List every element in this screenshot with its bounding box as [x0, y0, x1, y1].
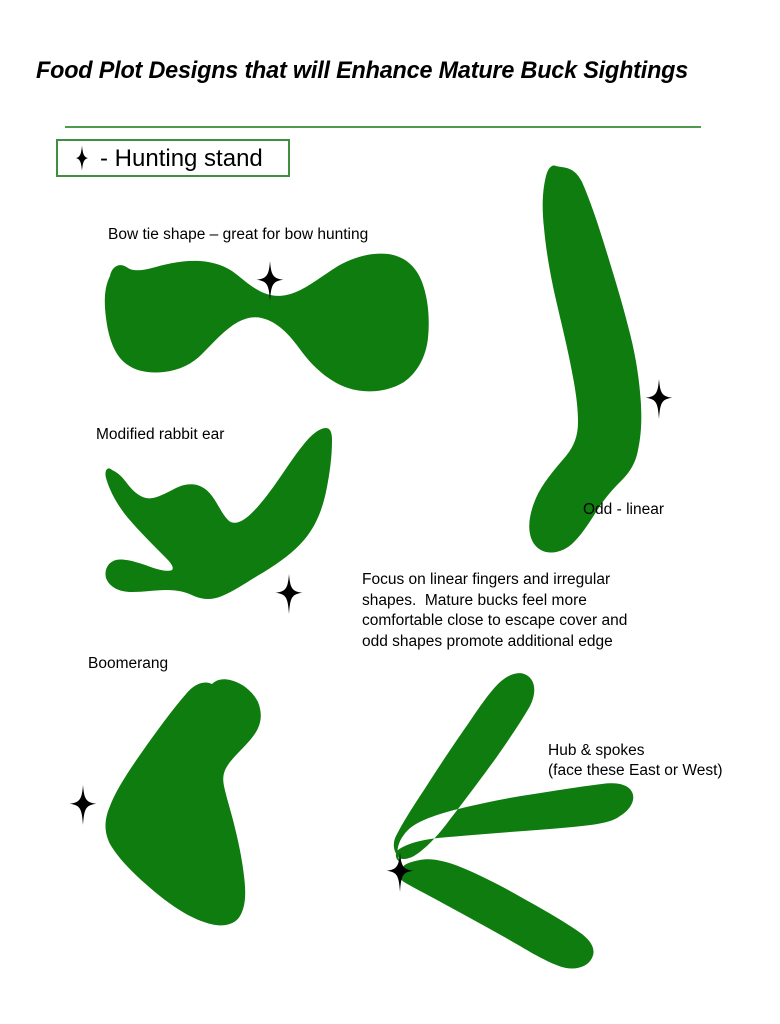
shape-odd-linear	[529, 165, 642, 553]
hunting-stand-marker-odd-linear	[645, 379, 673, 419]
legend-label: - Hunting stand	[100, 145, 263, 172]
hunting-stand-marker-bow-tie	[256, 261, 284, 301]
note-line-1: Focus on linear fingers and irregular	[362, 571, 611, 588]
shape-label-hub-and-spokes-subtitle: (face these East or West)	[548, 762, 723, 779]
four-pointed-star-icon	[68, 145, 96, 173]
page-title: Food Plot Designs that will Enhance Matu…	[36, 57, 689, 84]
note-line-2: shapes. Mature bucks feel more	[362, 591, 587, 609]
shape-label-hub-and-spokes: Hub & spokes	[548, 742, 645, 759]
shape-modified-rabbit-ear	[105, 428, 333, 599]
shape-label-odd-linear: Odd - linear	[583, 501, 664, 518]
header-divider	[65, 126, 701, 128]
hunting-stand-marker-boomerang	[69, 785, 97, 825]
hunting-stand-marker-hub-and-spokes	[386, 852, 414, 892]
shape-label-bow-tie: Bow tie shape – great for bow hunting	[108, 226, 369, 243]
shape-hub-and-spokes	[393, 673, 634, 969]
shape-bow-tie	[104, 253, 429, 392]
shape-label-modified-rabbit-ear: Modified rabbit ear	[96, 426, 225, 443]
note-line-3: comfortable close to escape cover and	[362, 612, 628, 629]
note-line-4: odd shapes promote additional edge	[362, 632, 613, 650]
hunting-stand-marker-modified-rabbit-ear	[275, 574, 303, 614]
legend-box: - Hunting stand	[56, 139, 290, 177]
shape-boomerang	[105, 679, 261, 926]
shape-label-boomerang: Boomerang	[88, 655, 169, 672]
